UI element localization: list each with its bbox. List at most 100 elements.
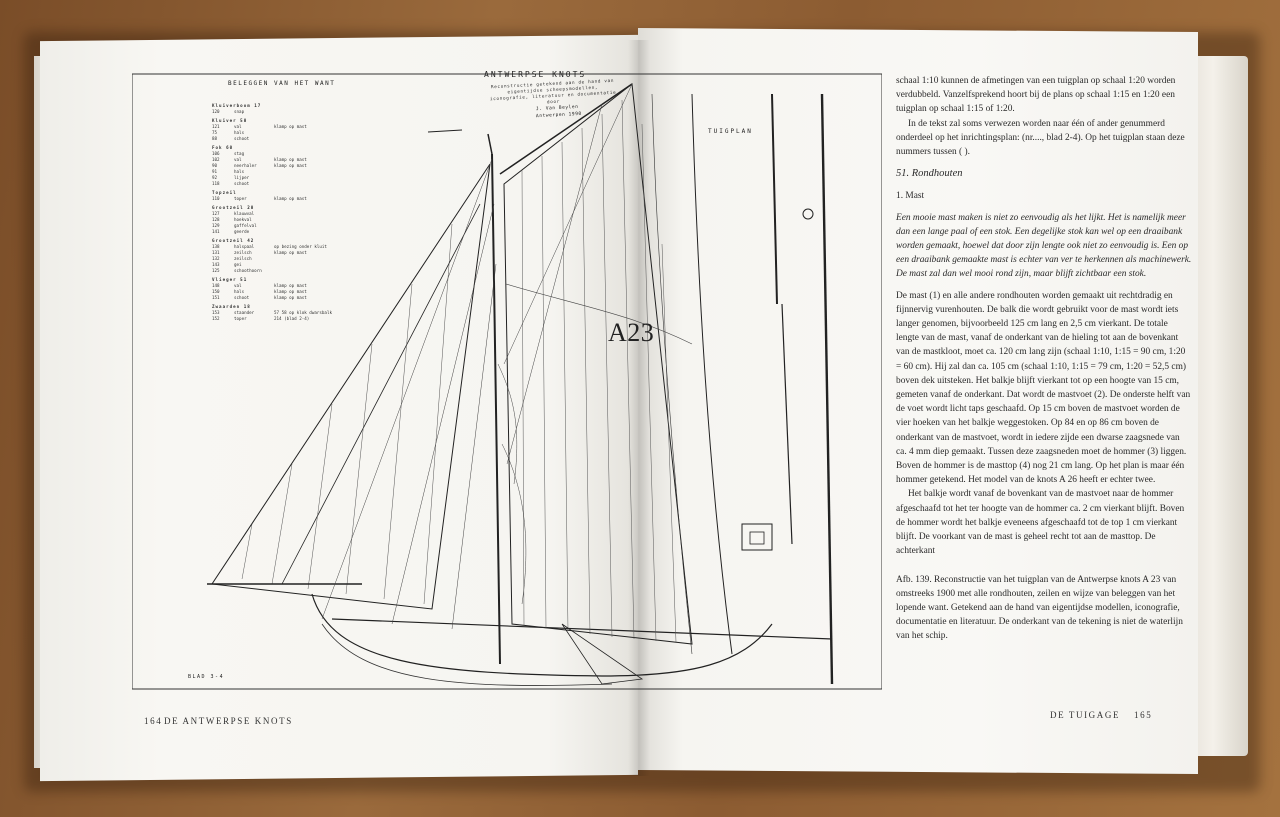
right-page-number: 165 [1134, 710, 1153, 720]
legend-num: 125 [212, 268, 220, 273]
legend-right [274, 136, 412, 142]
legend-num: 131 [212, 250, 220, 255]
legend-right: op bezing onder kluit [274, 244, 327, 249]
legend-left: hoekval [234, 217, 252, 222]
legend-left: klauwval [234, 211, 255, 216]
legend-left: hals [234, 130, 245, 135]
legend-right [274, 109, 412, 115]
legend-group: Fok 60 [212, 145, 234, 150]
legend-row: 127 klauwval [212, 211, 412, 217]
legend-left: val [234, 283, 242, 288]
legend-left: staander [234, 310, 255, 315]
legend-left: neerhaler [234, 163, 257, 168]
legend-right: klamp op mast [274, 289, 307, 294]
paragraph: In de tekst zal soms verwezen worden naa… [896, 118, 1185, 158]
legend-group: Kluiver 50 [212, 118, 248, 123]
legend-left: zeilsch [234, 256, 252, 261]
legend-num: 118 [212, 181, 220, 186]
legend-left: schoot [234, 295, 250, 300]
right-text-column: schaal 1:10 kunnen de afmetingen van een… [896, 74, 1192, 644]
legend-left: gei [234, 262, 242, 267]
legend-num: 102 [212, 157, 220, 162]
legend-row: 141 geerde [212, 229, 412, 235]
legend-row: 91 hals [212, 169, 412, 175]
legend-left: schoothoorn [234, 268, 262, 273]
sheet-label: BLAD 3-4 [188, 674, 225, 680]
legend-group: Grootzeil 42 [212, 238, 255, 243]
legend-left: toper [234, 196, 247, 201]
legend-row: 132 zeilsch [212, 256, 412, 262]
right-running-head: DE TUIGAGE [1050, 710, 1121, 720]
legend-group: Kluiverboom 17 [212, 103, 262, 108]
legend-row: 92 lijper [212, 175, 412, 181]
legend-right: 57 58 op klok dwarsbalk [274, 310, 332, 315]
legend-row: 121 val klamp op mast [212, 124, 412, 130]
legend-left: val [234, 124, 242, 129]
legend-num: 75 [212, 130, 218, 135]
legend-group: Grootzeil 20 [212, 205, 255, 210]
legend-num: 148 [212, 283, 220, 288]
legend-row: 150 hals klamp op mast [212, 289, 412, 295]
paragraph: schaal 1:10 kunnen de afmetingen van een… [896, 76, 1176, 115]
legend-row: 75 hals [212, 130, 412, 136]
legend-right: klamp op mast [274, 295, 307, 300]
legend-right: klamp op mast [274, 196, 307, 201]
legend-left: lijper [234, 175, 250, 180]
legend-num: 90 [212, 163, 218, 168]
legend-left: schoot [234, 181, 250, 186]
legend-left: hals [234, 169, 245, 174]
legend-num: 141 [212, 229, 220, 234]
legend-right [274, 181, 412, 187]
legend-num: 110 [212, 196, 220, 201]
legend-row: 110 toper klamp op mast [212, 196, 412, 202]
legend-row: 125 schoothoorn [212, 268, 412, 274]
rigging-plan-drawing [132, 73, 882, 690]
legend-num: 127 [212, 211, 220, 216]
legend-right [274, 229, 412, 235]
legend-row: 118 schoot [212, 181, 412, 187]
legend-left: halspaal [234, 244, 255, 249]
legend-right: klamp op mast [274, 124, 307, 129]
legend-num: 128 [212, 217, 220, 222]
legend-left: val [234, 157, 242, 162]
legend-right: 214 (blad 2-4) [274, 316, 310, 321]
tuigplan-label: TUIGPLAN [708, 128, 753, 135]
legend-group: Topzeil [212, 190, 237, 195]
legend-num: 132 [212, 256, 220, 261]
intro-paragraph: Een mooie mast maken is niet zo eenvoudi… [896, 212, 1192, 280]
legend-row: 143 gei [212, 262, 412, 268]
legend-left: gaffelval [234, 223, 257, 228]
legend-num: 150 [212, 289, 220, 294]
legend-num: 121 [212, 124, 220, 129]
legend-row: 120 snap [212, 109, 412, 115]
legend-num: 152 [212, 316, 220, 321]
legend-right: klamp op mast [274, 283, 307, 288]
paragraph: De mast (1) en alle andere rondhouten wo… [896, 290, 1191, 486]
legend-title: BELEGGEN VAN HET WANT [228, 80, 336, 87]
legend-row: 129 gaffelval [212, 223, 412, 229]
legend-left: schoot [234, 136, 250, 141]
legend-right: klamp op mast [274, 157, 307, 162]
legend-num: 151 [212, 295, 220, 300]
paragraph: Het balkje wordt vanaf de bovenkant van … [896, 489, 1185, 557]
legend-left: snap [234, 109, 245, 114]
legend-left: toper [234, 316, 247, 321]
legend-left: hals [234, 289, 245, 294]
legend-row: 152 toper 214 (blad 2-4) [212, 316, 412, 322]
legend-left: geerde [234, 229, 250, 234]
left-running-head: DE ANTWERPSE KNOTS [164, 716, 293, 726]
legend-num: 106 [212, 151, 220, 156]
legend-num: 120 [212, 109, 220, 114]
legend-num: 91 [212, 169, 218, 174]
legend-num: 143 [212, 262, 220, 267]
legend-num: 129 [212, 223, 220, 228]
legend-row: 102 val klamp op mast [212, 157, 412, 163]
figure-caption: Afb. 139. Reconstructie van het tuigplan… [896, 574, 1183, 642]
legend-num: 92 [212, 175, 218, 180]
plan-heading: ANTWERPSE KNOTS [484, 70, 587, 79]
